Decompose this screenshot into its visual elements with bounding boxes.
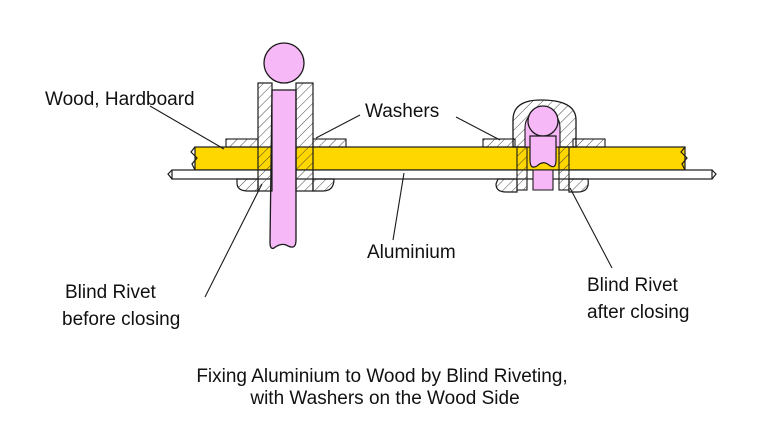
blind-rivet-after-closing bbox=[495, 99, 589, 193]
rivet-after-label-line1: Blind Rivet bbox=[587, 275, 679, 296]
aluminium-sheet bbox=[167, 169, 717, 180]
blind-rivet-before-closing bbox=[236, 42, 335, 250]
aluminium-label: Aluminium bbox=[367, 242, 456, 263]
wood-label: Wood, Hardboard bbox=[45, 89, 195, 110]
caption-line1: Fixing Aluminium to Wood by Blind Riveti… bbox=[196, 366, 567, 387]
rivet-before-label-line1: Blind Rivet bbox=[65, 282, 157, 303]
washers bbox=[225, 138, 606, 148]
rivet-after-label-line2: after closing bbox=[587, 302, 689, 323]
leader-lines bbox=[149, 105, 613, 298]
rivet-before-label-line2: before closing bbox=[62, 309, 180, 330]
washers-label: Washers bbox=[365, 101, 439, 122]
caption-line2: with Washers on the Wood Side bbox=[249, 388, 519, 409]
